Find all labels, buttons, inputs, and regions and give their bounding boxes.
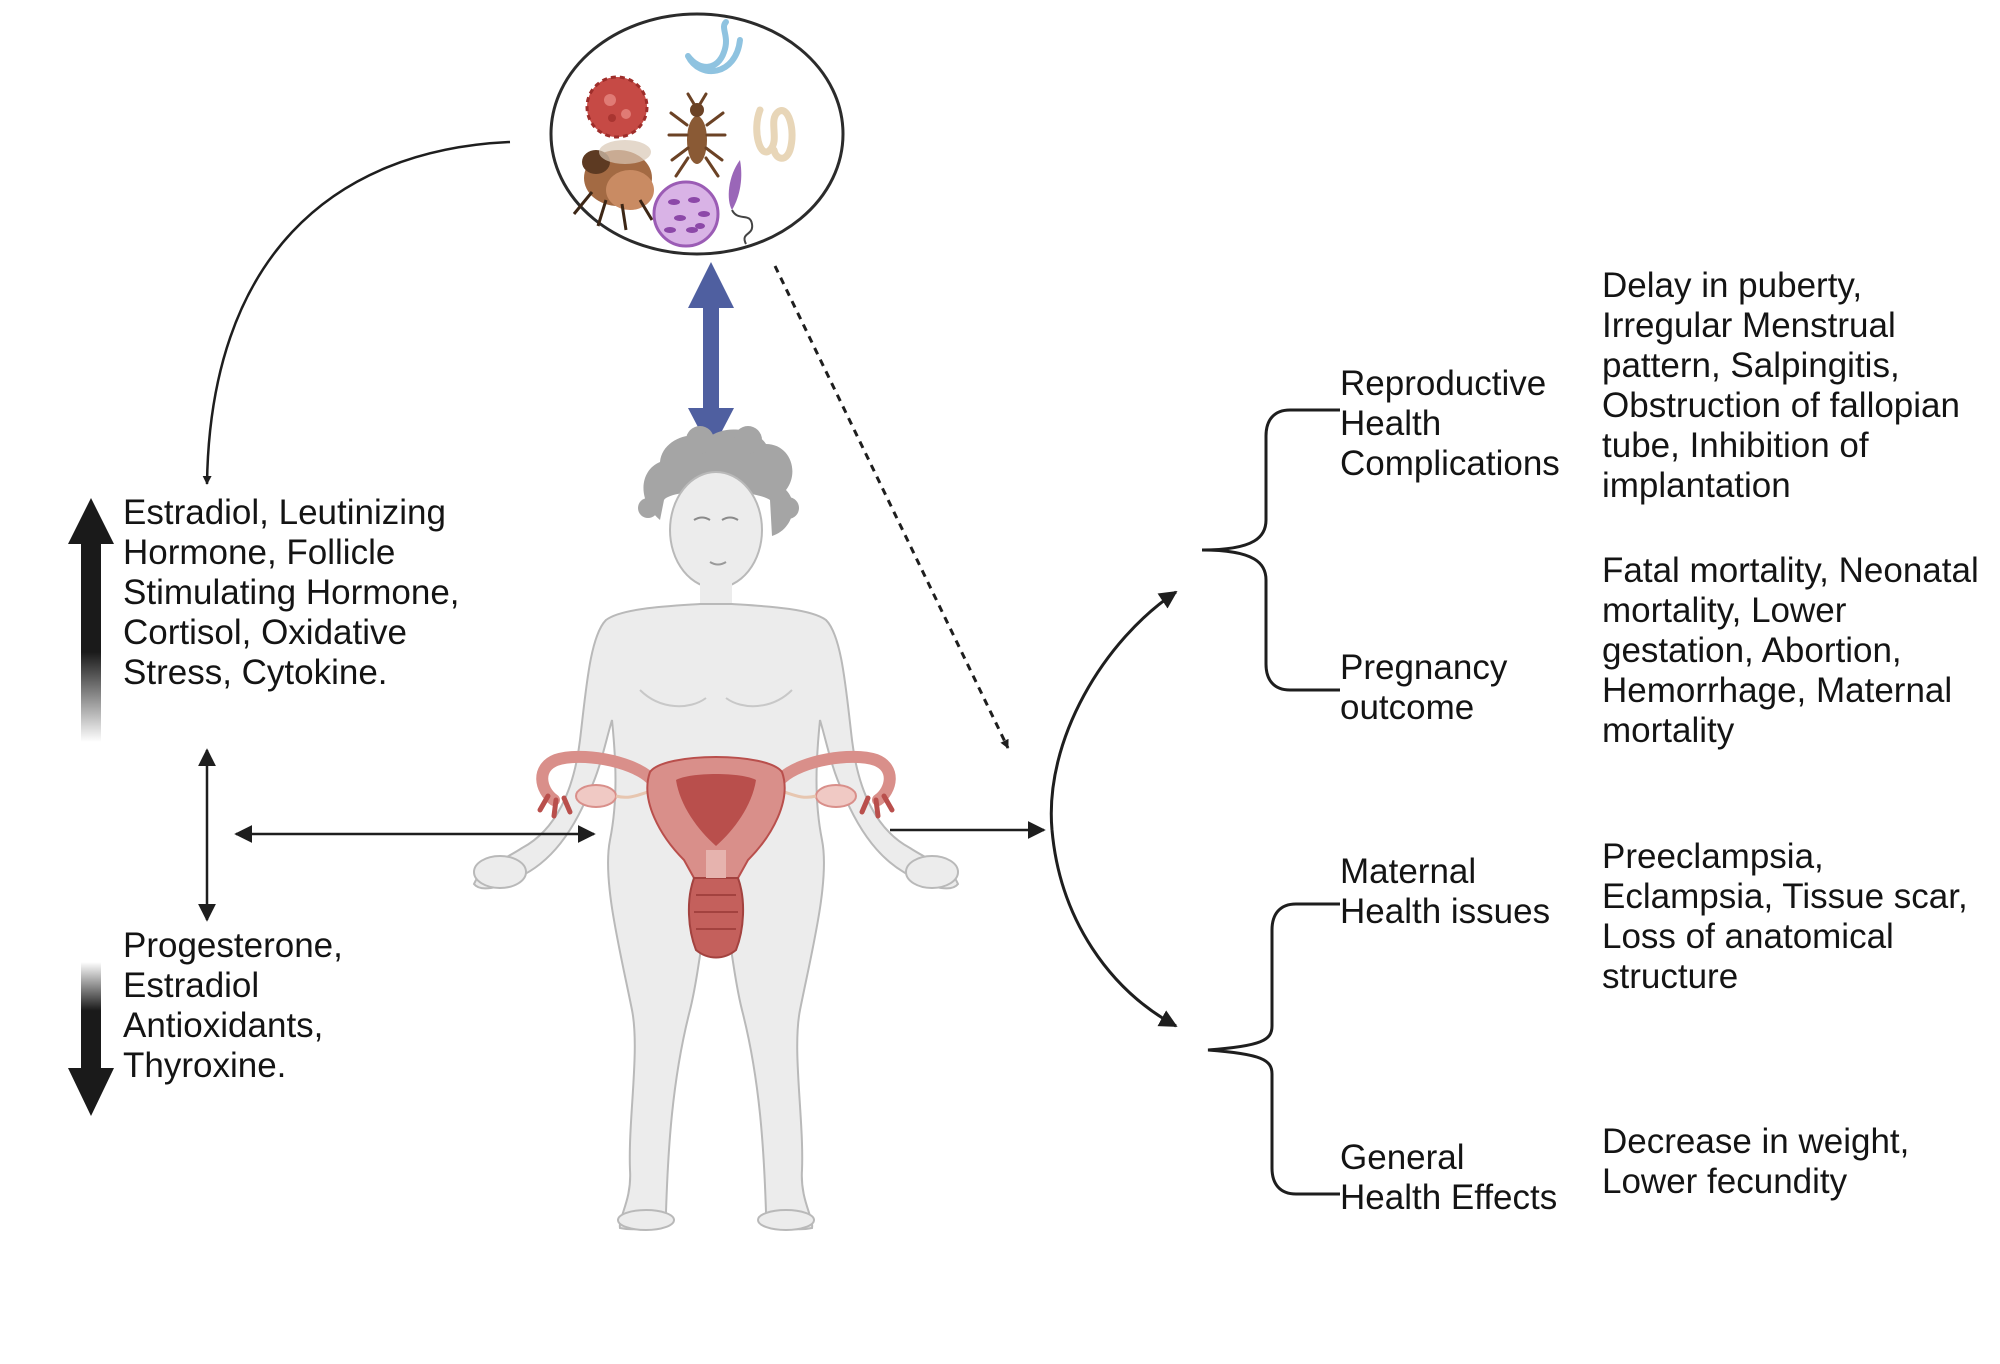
uterus-icon xyxy=(536,750,896,959)
outcome-label-maternal: Maternal Health issues xyxy=(1340,852,1551,931)
roundworm-icon xyxy=(753,106,796,162)
fly-icon xyxy=(572,140,654,231)
outcomes-split-arrow-up xyxy=(1049,590,1178,831)
health-effects-brace xyxy=(1207,902,1340,1196)
decrease-arrow xyxy=(68,962,114,1116)
increase-arrow xyxy=(68,498,114,742)
outcome-details-reproductive: Delay in puberty, Irregular Menstrual pa… xyxy=(1602,266,1960,505)
pathogen-circle xyxy=(549,12,845,256)
outcome-label-reproductive: Reproductive Health Complications xyxy=(1340,364,1560,483)
outcome-details-pregnancy: Fatal mortality, Neonatal mortality, Low… xyxy=(1602,551,1979,750)
parasite-infected-cell-icon xyxy=(652,180,720,248)
outcome-details-general: Decrease in weight, Lower fecundity xyxy=(1602,1122,1910,1201)
outcome-label-pregnancy: Pregnancy outcome xyxy=(1340,648,1508,727)
outcome-label-general: General Health Effects xyxy=(1340,1138,1558,1217)
red-blood-cell-icon xyxy=(585,75,649,139)
outcomes-split-arrow-down xyxy=(1050,829,1178,1028)
reproductive-brace xyxy=(1201,408,1340,692)
increased-markers-text: Estradiol, Leutinizing Hormone, Follicle… xyxy=(123,493,460,692)
trypanosome-icon xyxy=(728,160,754,245)
outcome-details-maternal: Preeclampsia, Eclampsia, Tissue scar, Lo… xyxy=(1602,837,1968,996)
worm-icon xyxy=(685,19,743,75)
pathogen-to-outcomes-dotted-arrow xyxy=(773,265,1010,749)
decreased-markers-text: Progesterone, Estradiol Antioxidants, Th… xyxy=(123,926,343,1085)
pathogen-to-hormones-arrow xyxy=(202,140,511,485)
tick-icon xyxy=(667,92,727,178)
pathogen-host-interaction-arrow xyxy=(688,262,734,452)
